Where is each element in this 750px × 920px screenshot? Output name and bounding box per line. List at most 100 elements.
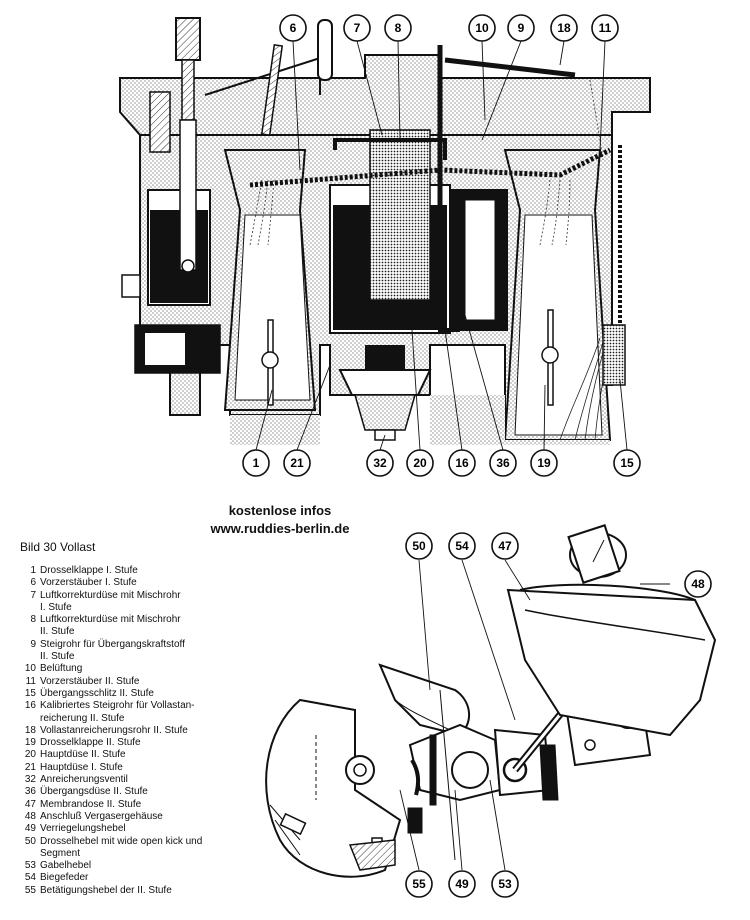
legend-item: 55 Betätigungshebel der II. Stufe (22, 885, 262, 897)
legend-number: 48 (24, 810, 36, 822)
legend-text: Hauptdüse I. Stufe (40, 761, 123, 773)
legend-number: 8 (30, 614, 36, 626)
leader-lines-top (255, 40, 628, 451)
callout-label: 7 (354, 21, 361, 35)
legend-item: 54 Biegefeder (22, 872, 262, 884)
callout-8: 8 (384, 14, 412, 42)
legend-text: Gabelhebel (40, 860, 92, 872)
legend-number: 55 (24, 884, 36, 896)
callout-36: 36 (489, 449, 517, 477)
callout-11: 11 (591, 14, 619, 42)
legend-text: Betätigungshebel der II. Stufe (40, 884, 172, 896)
legend-item: 10 Belüftung (22, 663, 262, 675)
legend-number: 54 (24, 872, 36, 884)
legend-number: 1 (30, 565, 36, 576)
callout-label: 8 (395, 21, 402, 35)
legend-number: 21 (24, 761, 36, 773)
legend-text: Belüftung (40, 663, 83, 675)
legend-item: 6 Vorzerstäuber I. Stufe (22, 577, 262, 589)
leader-lines-bottom (399, 559, 670, 871)
legend-item: 21 Hauptdüse I. Stufe (22, 762, 262, 774)
callout-21: 21 (283, 449, 311, 477)
legend-text: Vorzerstäuber I. Stufe (40, 577, 137, 589)
legend-number: 10 (24, 663, 36, 675)
legend-item: 53 Gabelhebel (22, 860, 262, 872)
legend-number: 19 (24, 737, 36, 749)
legend-number (22, 713, 36, 725)
legend-text: Biegefeder (40, 872, 89, 884)
legend-number: 16 (24, 700, 36, 712)
legend-text: Luftkorrekturdüse mit Mischrohr (40, 589, 181, 601)
callout-label: 47 (498, 539, 512, 553)
callout-label: 21 (290, 456, 304, 470)
legend-number: 47 (24, 798, 36, 810)
callout-48: 48 (684, 570, 712, 598)
legend-number: 53 (24, 860, 36, 872)
callout-label: 11 (599, 21, 612, 35)
callout-20: 20 (406, 449, 434, 477)
legend-text: Anschluß Vergasergehäuse (40, 810, 163, 822)
watermark-url[interactable]: www.ruddies-berlin.de (210, 521, 350, 536)
watermark-line-1: kostenlose infos (228, 503, 332, 518)
callout-label: 20 (413, 456, 427, 470)
legend-number: 20 (24, 749, 36, 761)
legend-text: Übergangsschlitz II. Stufe (40, 687, 154, 699)
callout-10: 10 (468, 14, 496, 42)
legend-text: II. Stufe (40, 626, 75, 638)
callout-15: 15 (613, 449, 641, 477)
callout-label: 55 (412, 877, 426, 891)
legend-text: reicherung II. Stufe (40, 712, 125, 724)
legend-item: I. Stufe (22, 602, 262, 614)
legend-number: 50 (24, 835, 36, 847)
legend-text: I. Stufe (40, 601, 72, 613)
callout-16: 16 (448, 449, 476, 477)
callout-47: 47 (491, 532, 519, 560)
legend-text: Segment (40, 847, 81, 859)
legend-number: 32 (24, 774, 36, 786)
callout-54: 54 (448, 532, 476, 560)
legend-item: 50 Drosselhebel mit wide open kick und (22, 836, 262, 848)
callout-9: 9 (507, 14, 535, 42)
callout-label: 15 (620, 456, 634, 470)
callout-label: 16 (455, 456, 469, 470)
legend-text: Steigrohr für Übergangskraftstoff (40, 638, 185, 650)
legend-number: 49 (24, 823, 36, 835)
carburetor-cross-section (119, 17, 651, 445)
callout-32: 32 (366, 449, 394, 477)
callout-49: 49 (448, 870, 476, 898)
legend-text: Membrandose II. Stufe (40, 798, 142, 810)
callout-label: 53 (498, 877, 512, 891)
callout-label: 18 (557, 21, 571, 35)
callout-label: 49 (455, 877, 469, 891)
linkage-assembly (265, 524, 717, 878)
legend-item: 15 Übergangsschlitz II. Stufe (22, 688, 262, 700)
legend-number: 36 (24, 786, 36, 798)
callout-50: 50 (405, 532, 433, 560)
legend-text: Drosselhebel mit wide open kick und (40, 835, 203, 847)
legend-item: 47 Membrandose II. Stufe (22, 799, 262, 811)
legend-number (22, 602, 36, 614)
callout-label: 6 (290, 21, 297, 35)
legend-number: 11 (25, 675, 36, 687)
callout-7: 7 (343, 14, 371, 42)
callout-55: 55 (405, 870, 433, 898)
legend-number: 15 (24, 687, 36, 699)
legend-text: Vollastanreicherungsrohr II. Stufe (40, 724, 188, 736)
callout-label: 48 (691, 577, 705, 591)
callout-6: 6 (279, 14, 307, 42)
legend-text: Drosselklappe II. Stufe (40, 737, 141, 749)
legend-number: 6 (30, 577, 36, 589)
legend-number: 9 (30, 638, 36, 650)
legend-number: 18 (24, 724, 36, 736)
legend-text: Verriegelungshebel (40, 823, 126, 835)
callout-53: 53 (491, 870, 519, 898)
